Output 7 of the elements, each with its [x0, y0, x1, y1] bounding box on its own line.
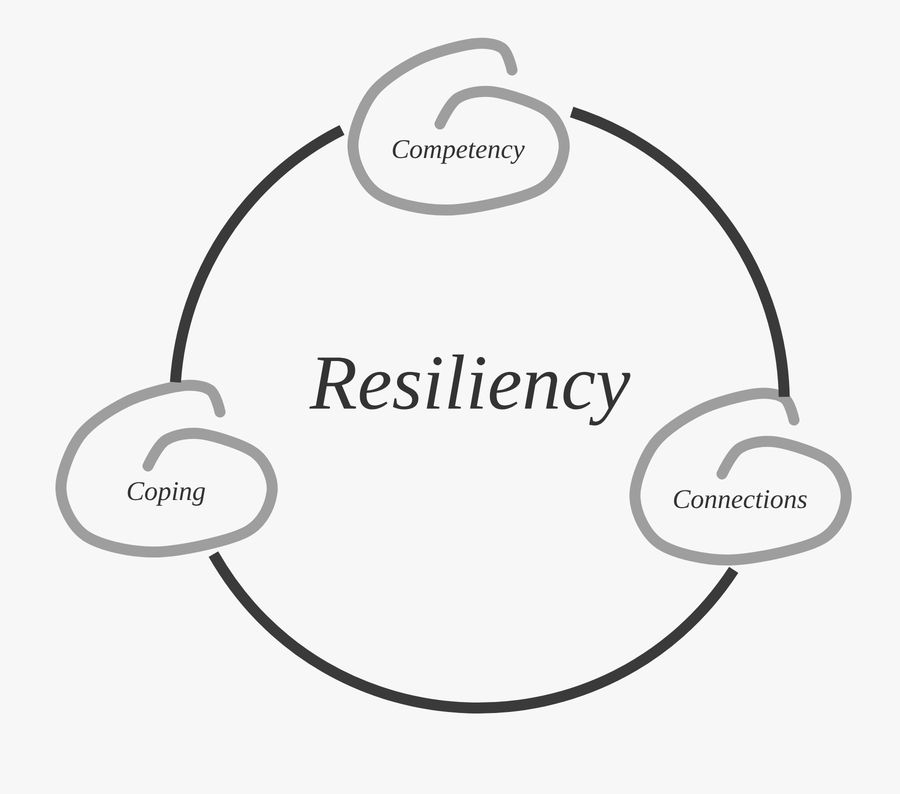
- central-label: Resiliency: [309, 354, 630, 426]
- swirl-node: Coping: [56, 380, 278, 558]
- swirl-node: Connections: [630, 388, 852, 566]
- ring-arc: [208, 551, 738, 714]
- ring-arc: [570, 106, 790, 398]
- swirl-node: Competency: [348, 38, 570, 216]
- ring-arc: [170, 125, 345, 383]
